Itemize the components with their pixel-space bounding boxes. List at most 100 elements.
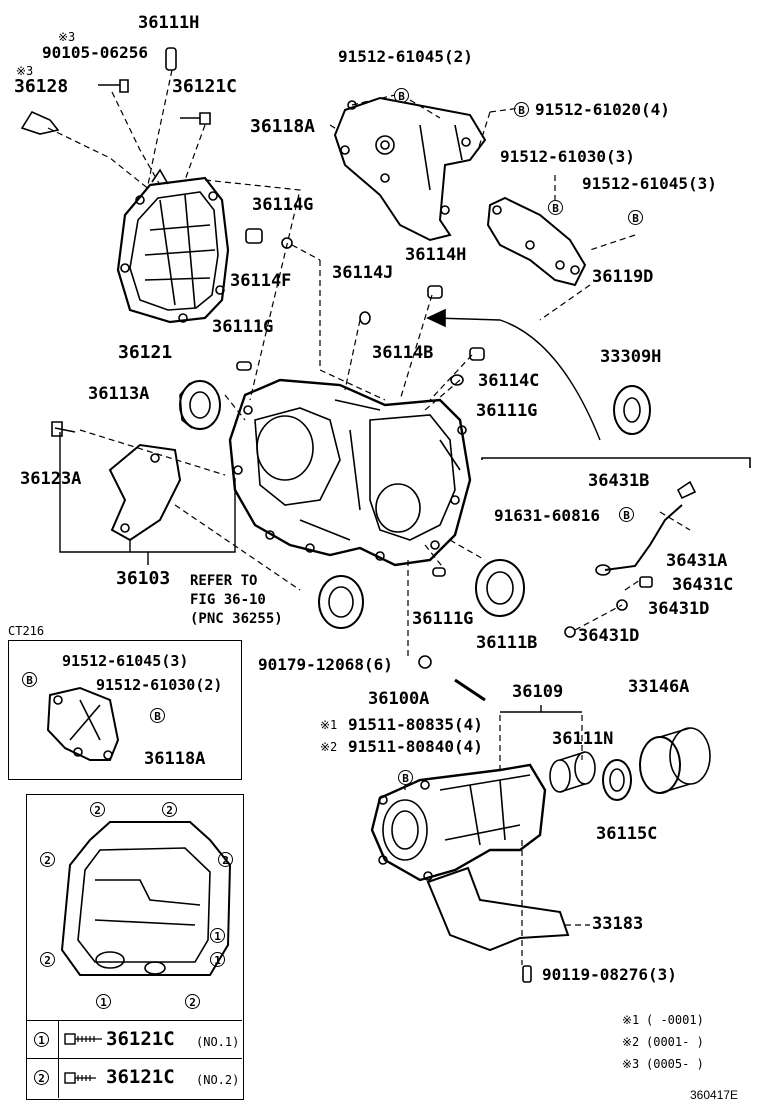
bolt-callout: 2 [40, 952, 55, 967]
bolt-90179 [418, 655, 432, 669]
legend-divider [58, 1020, 59, 1098]
legend-divider [26, 1058, 242, 1059]
leader-lines-tube [574, 511, 691, 631]
legend-callout-1: 1 [34, 1032, 49, 1047]
label-36114H: 36114H [405, 245, 467, 265]
callout-bracket-36103 [59, 432, 236, 565]
seals-and-rings [51, 285, 651, 629]
ref-B-marker: B [619, 507, 634, 522]
inset-title: CT216 [8, 624, 45, 638]
inset-label-91512-61045: 91512-61045(3) [62, 652, 189, 670]
note-mark: ※1 [320, 718, 338, 732]
label-91511-80835: 91511-80835(4) [348, 715, 483, 734]
legend-callout-2: 2 [34, 1070, 49, 1085]
label-36128: 36128 [14, 76, 69, 97]
ref-B-marker: B [22, 672, 37, 687]
label-90105-06256: 90105-06256 [42, 43, 148, 62]
dust-cover-33146A [639, 727, 711, 794]
shield-36123A [108, 443, 182, 542]
refer-text: (PNC 36255) [190, 611, 283, 627]
bolt-callout: 2 [162, 802, 177, 817]
leader-lines-bracket [329, 94, 521, 151]
bolt-callout: 2 [90, 802, 105, 817]
bolt-callout: 1 [210, 952, 225, 967]
note-mark: ※3 [58, 30, 76, 44]
label-36100A: 36100A [368, 689, 430, 709]
label-91512-61045-3: 91512-61045(3) [582, 174, 717, 193]
note-mark: ※2 [320, 740, 338, 754]
leader-lines-case [79, 260, 486, 660]
label-36431C: 36431C [672, 575, 734, 595]
label-36431D: 36431D [578, 626, 640, 646]
label-36111H: 36111H [138, 13, 200, 33]
label-91511-80840: 91511-80840(4) [348, 737, 483, 756]
ref-B-marker: B [514, 102, 529, 117]
ref-B-marker: B [398, 770, 413, 785]
label-36111N: 36111N [552, 729, 614, 749]
label-36111G: 36111G [212, 317, 274, 337]
label-36114C: 36114C [478, 371, 540, 391]
oil-tube-36431 [481, 457, 751, 638]
inset-bracket-ct216 [46, 686, 120, 761]
leader-lines-top-left [47, 69, 321, 401]
bolt-callout: 2 [185, 994, 200, 1009]
figure-code: 360417E [690, 1088, 739, 1102]
label-36114F: 36114F [230, 271, 292, 291]
bolt-callout: 2 [218, 852, 233, 867]
label-36111G: 36111G [412, 609, 474, 629]
label-36431D: 36431D [648, 599, 710, 619]
legend-part-1: 36121C [106, 1028, 175, 1050]
stud-36100A [454, 678, 486, 702]
footnote-mark-3: ※3 [622, 1057, 640, 1071]
label-36109: 36109 [512, 682, 564, 702]
small-bolts-top-left [20, 47, 293, 249]
inset-frame [8, 640, 242, 780]
footnote-text-3: (0005- ) [646, 1057, 704, 1071]
bushing-36111N [549, 751, 596, 793]
extension-housing-36109 [370, 763, 547, 882]
label-36111G: 36111G [476, 401, 538, 421]
label-36118A: 36118A [250, 116, 316, 137]
label-36119D: 36119D [592, 267, 654, 287]
refer-text: REFER TO [190, 573, 258, 589]
footnote-mark-2: ※2 [622, 1035, 640, 1049]
label-36111B: 36111B [476, 633, 538, 653]
footnote-text-1: ( -0001) [646, 1013, 704, 1027]
footnote-text-2: (0001- ) [646, 1035, 704, 1049]
legend-part-2: 36121C [106, 1066, 175, 1088]
legend-divider [26, 1020, 242, 1021]
bolt-callout: 1 [96, 994, 111, 1009]
label-36121: 36121 [118, 342, 173, 363]
label-91512-61045-2: 91512-61045(2) [338, 47, 473, 66]
protector-33183 [426, 866, 570, 952]
legend-note-1: (NO.1) [196, 1035, 240, 1049]
ref-B-marker: B [548, 200, 563, 215]
label-91512-61020-4: 91512-61020(4) [535, 100, 670, 119]
inset-label-36118A: 36118A [144, 749, 206, 769]
legend-note-2: (NO.2) [196, 1073, 240, 1087]
label-36115C: 36115C [596, 824, 658, 844]
label-36103: 36103 [116, 568, 171, 589]
label-91631-60816: 91631-60816 [494, 506, 600, 525]
label-91512-61030-3: 91512-61030(3) [500, 147, 635, 166]
label-33309H: 33309H [600, 347, 662, 367]
ref-B-marker: B [150, 708, 165, 723]
bolt-icon [64, 1072, 96, 1084]
note-mark: ※3 [16, 64, 34, 78]
label-33183: 33183 [592, 914, 644, 934]
label-33146A: 33146A [628, 677, 690, 697]
footnote-mark-1: ※1 [622, 1013, 640, 1027]
ref-B-marker: B [394, 88, 409, 103]
leader-lines-housing [404, 715, 590, 965]
arrow-head [426, 308, 446, 328]
label-36431B: 36431B [588, 471, 650, 491]
label-36114G: 36114G [252, 195, 314, 215]
bolt-pattern-frame [26, 794, 244, 1100]
bolt-callout: 1 [210, 928, 225, 943]
label-36113A: 36113A [88, 384, 150, 404]
ref-B-marker: B [628, 210, 643, 225]
bracket-36118A [333, 96, 487, 242]
label-36431A: 36431A [666, 551, 728, 571]
label-36114B: 36114B [372, 343, 434, 363]
leader-lines-36119D [539, 175, 636, 321]
